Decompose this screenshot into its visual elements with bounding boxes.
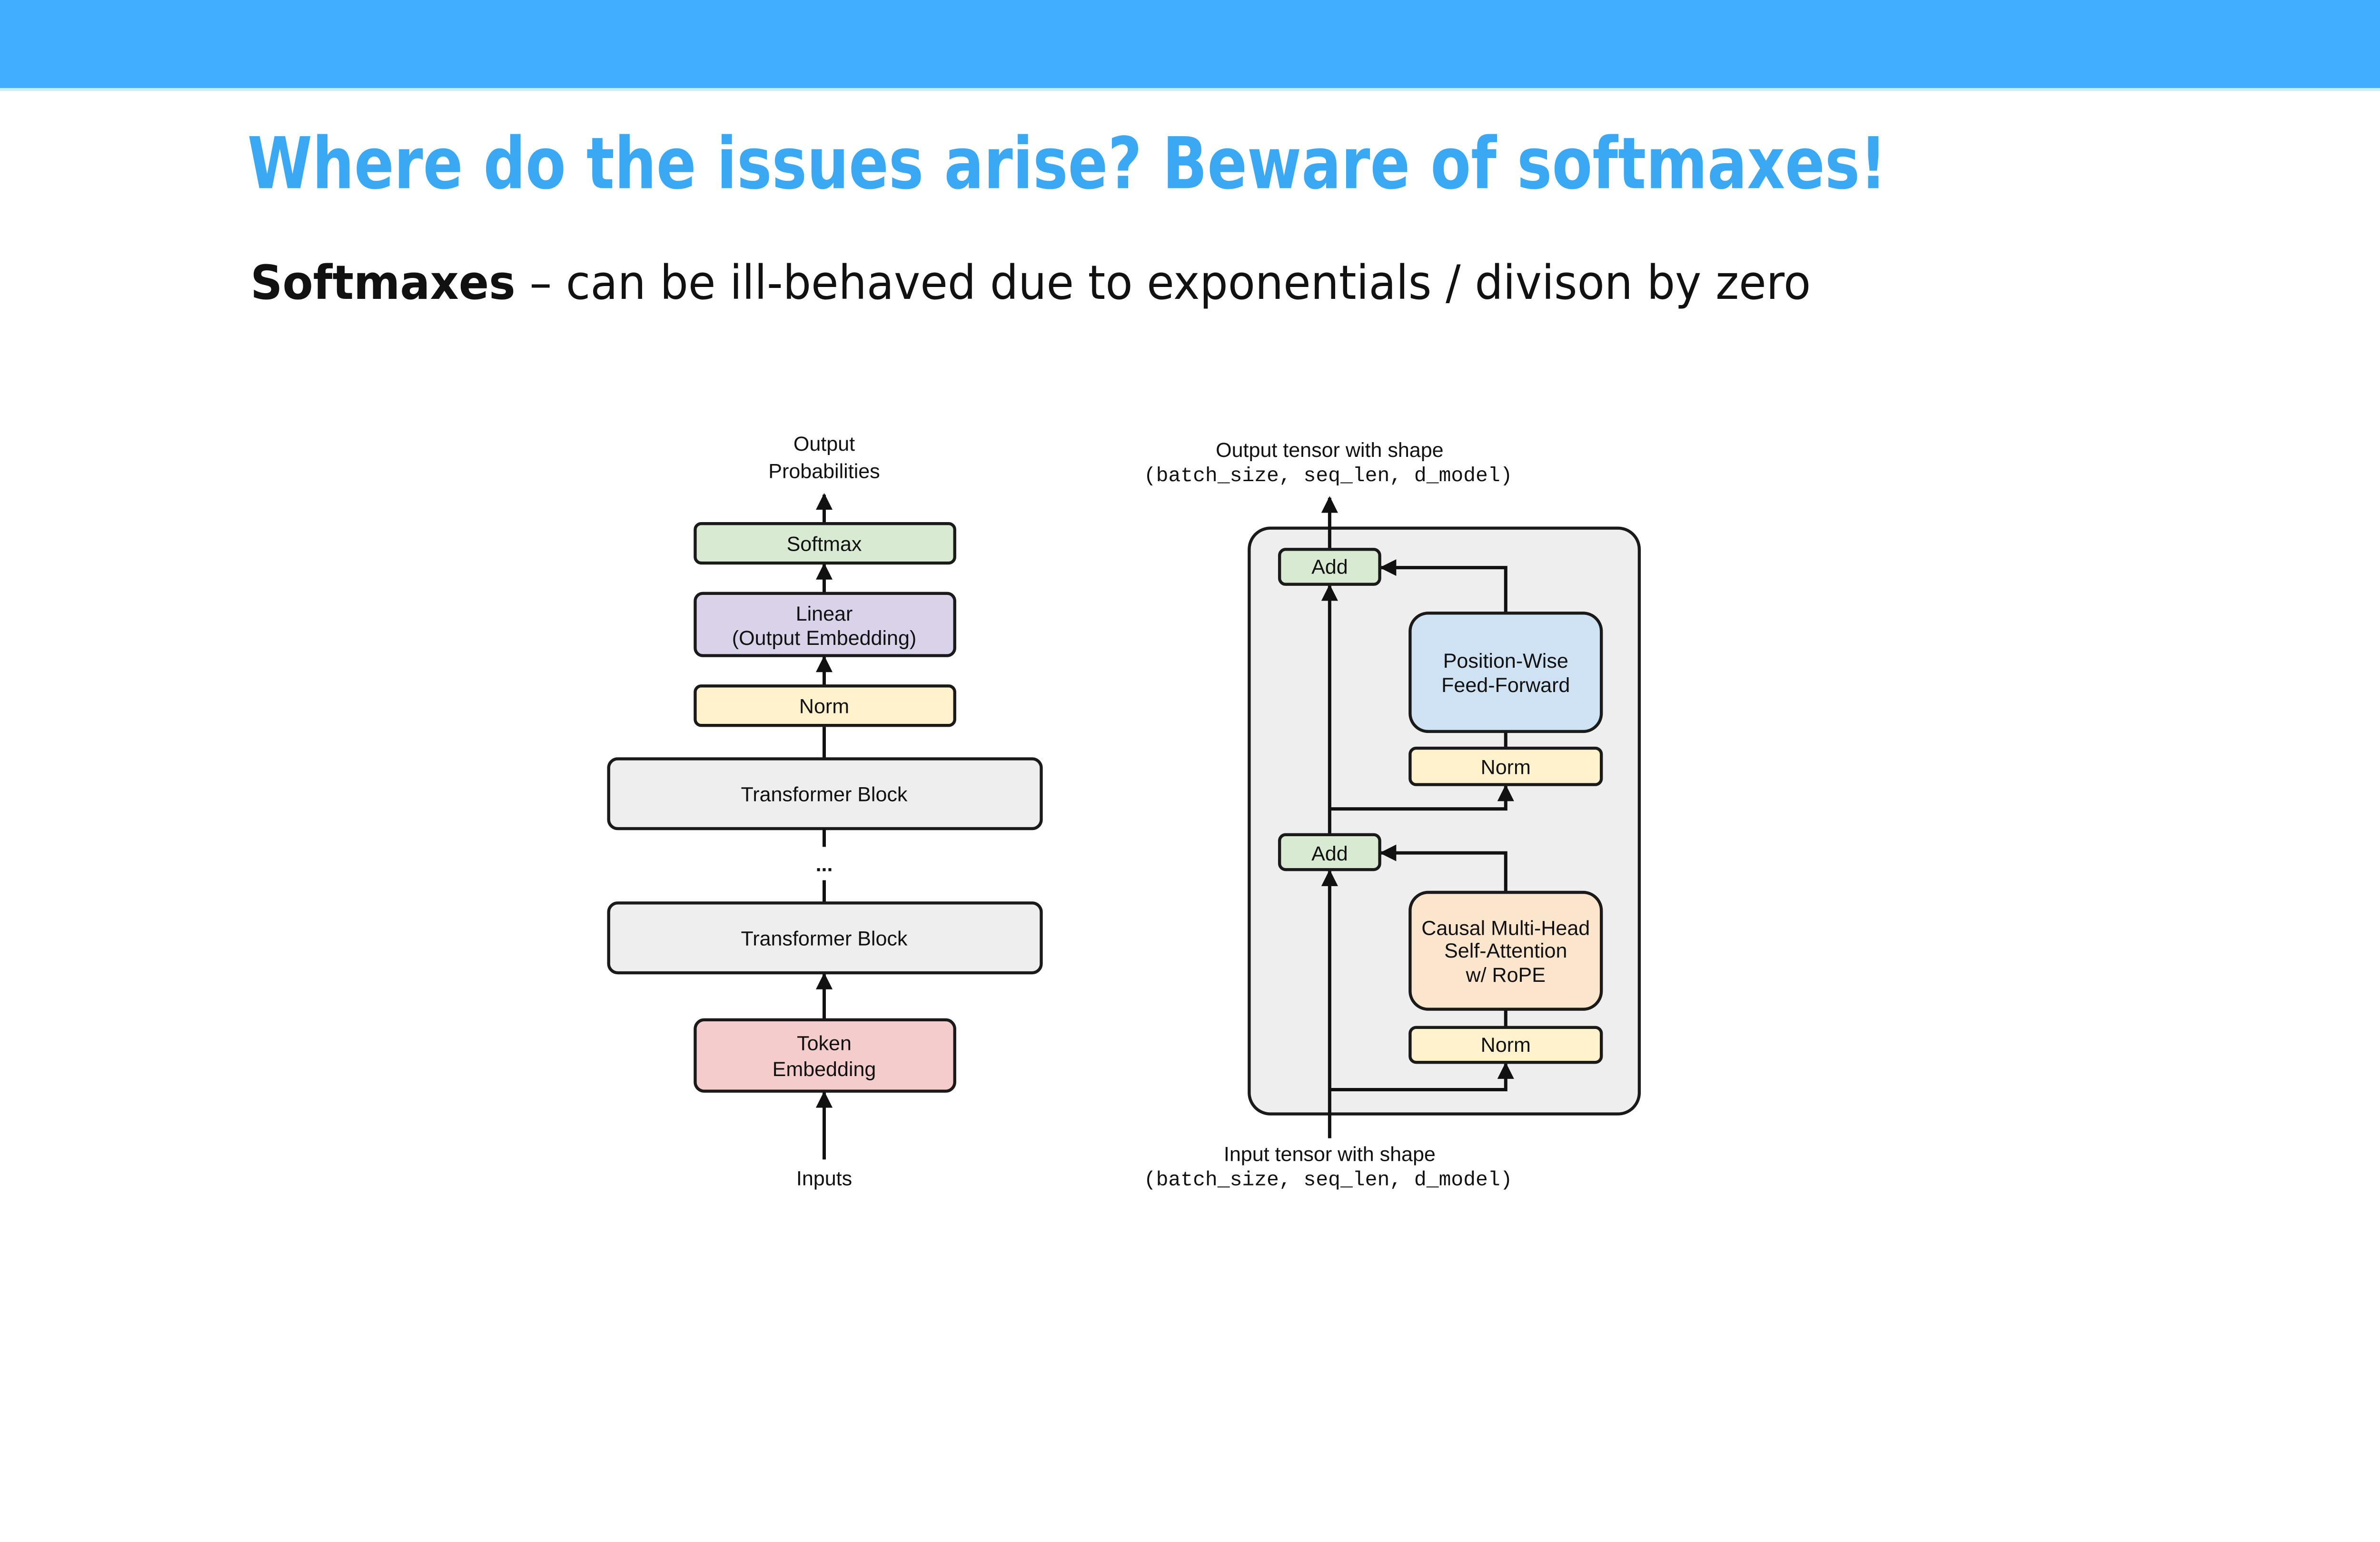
norm-bottom-label: Norm: [1481, 1034, 1531, 1057]
norm-box-bottom: [1408, 1026, 1603, 1064]
slide-subtitle: Softmaxes – can be ill-behaved due to ex…: [250, 256, 1811, 310]
linear-sublabel: (Output Embedding): [732, 627, 917, 650]
norm-box: [694, 684, 956, 727]
attention-label: Causal Multi-Head: [1421, 917, 1590, 939]
input-tensor-shape: (batch_size, seq_len, d_model): [1144, 1168, 1513, 1191]
transformer-block-diagram: Output tensor with shape (batch_size, se…: [1144, 439, 1641, 1191]
branch-arrow: [1329, 1062, 1514, 1092]
input-tensor-label: Input tensor with shape: [1224, 1143, 1436, 1166]
add-top-label: Add: [1311, 555, 1348, 578]
output-probabilities-label: Output: [793, 433, 855, 455]
header-bar: [0, 0, 2380, 88]
transformer-block-top-label: Transformer Block: [741, 783, 908, 806]
subtitle-text: – can be ill-behaved due to exponentials…: [516, 256, 1811, 310]
softmax-label: Softmax: [787, 533, 862, 556]
add-box-bottom: [1278, 833, 1381, 871]
subtitle-bold: Softmaxes: [250, 256, 516, 310]
slide: Where do the issues arise? Beware of sof…: [0, 0, 2380, 1191]
ellipsis: ...: [816, 853, 833, 876]
attention-label-3: w/ RoPE: [1466, 964, 1546, 987]
norm-top-label: Norm: [1481, 756, 1531, 779]
feed-forward-label: Position-Wise: [1443, 650, 1568, 672]
add-box-top: [1278, 548, 1381, 586]
token-embedding-label-2: Embedding: [773, 1058, 876, 1081]
slide-title: Where do the issues arise? Beware of sof…: [248, 122, 1887, 205]
attention-box: [1408, 890, 1603, 1011]
norm-box-top: [1408, 746, 1603, 786]
header-divider: [0, 88, 2380, 91]
feed-forward-box: [1408, 612, 1603, 733]
transformer-lm-diagram: Output Probabilities Softmax Linear (Out…: [607, 433, 1043, 1190]
add-bottom-label: Add: [1311, 842, 1348, 865]
branch-arrow: [1329, 784, 1514, 811]
attention-label-2: Self-Attention: [1444, 939, 1567, 962]
output-probabilities-label-2: Probabilities: [768, 460, 880, 483]
transformer-block-bottom-label: Transformer Block: [741, 928, 908, 950]
norm-label: Norm: [799, 695, 849, 718]
token-embedding-label: Token: [797, 1032, 852, 1055]
feed-forward-label-2: Feed-Forward: [1441, 674, 1570, 697]
branch-arrow: [1379, 559, 1507, 613]
output-tensor-shape: (batch_size, seq_len, d_model): [1144, 464, 1513, 487]
output-tensor-label: Output tensor with shape: [1216, 439, 1443, 462]
inputs-label: Inputs: [796, 1167, 852, 1190]
branch-arrow: [1379, 844, 1507, 892]
linear-label: Linear: [796, 603, 853, 625]
